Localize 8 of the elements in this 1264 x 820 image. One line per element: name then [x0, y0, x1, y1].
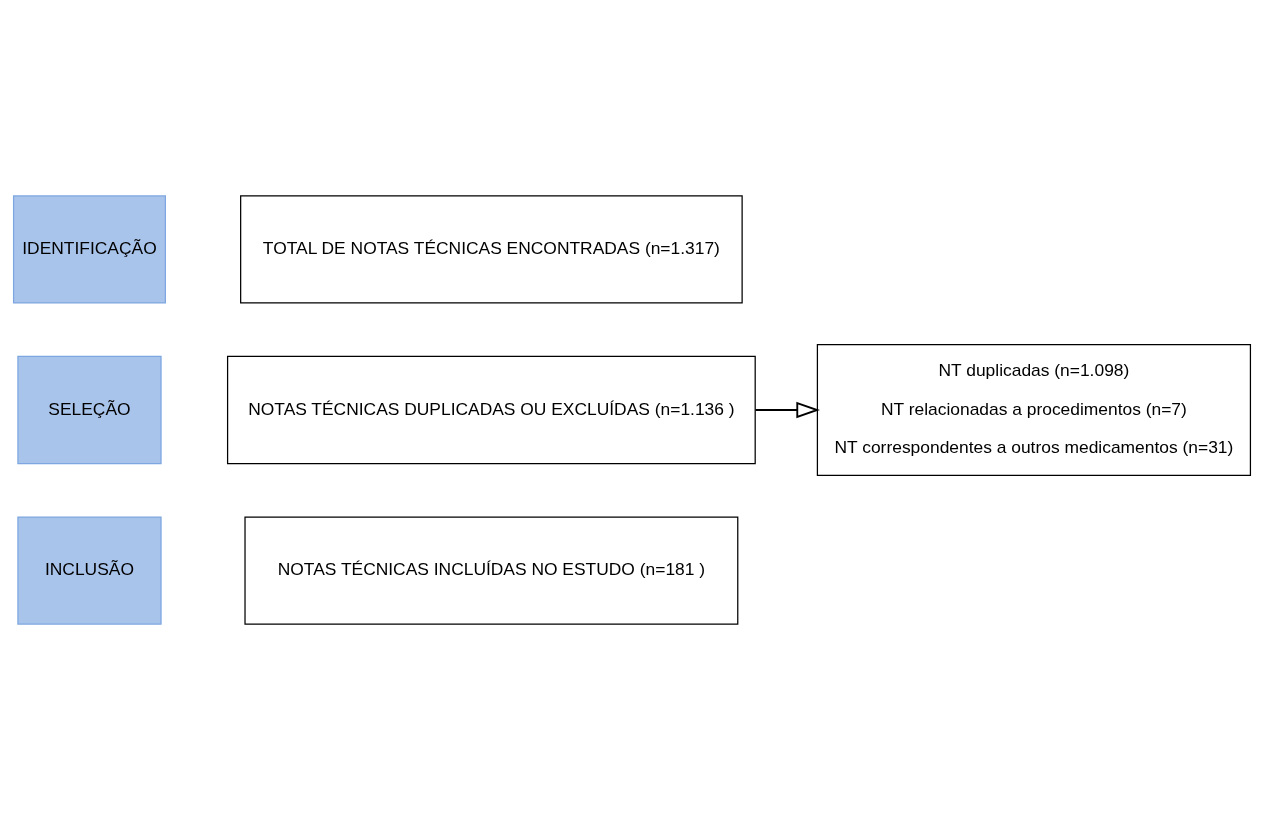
node-box: IDENTIFICAÇÃO [12, 195, 166, 304]
node-box: NOTAS TÉCNICAS DUPLICADAS OU EXCLUÍDAS (n=1.136 ) [227, 355, 756, 465]
arrow [754, 401, 820, 419]
node-box: TOTAL DE NOTAS TÉCNICAS ENCONTRADAS (n=1.317) [240, 195, 743, 304]
node-box: NOTAS TÉCNICAS INCLUÍDAS NO ESTUDO (n=181 ) [244, 516, 739, 625]
node-box: NT duplicadas (n=1.098) NT relacionadas a procedimentos (n=7) NT correspondentes a outros medicamentos (n=31) [816, 344, 1252, 476]
node-box: INCLUSÃO [17, 516, 162, 625]
node-box: SELEÇÃO [17, 355, 162, 465]
